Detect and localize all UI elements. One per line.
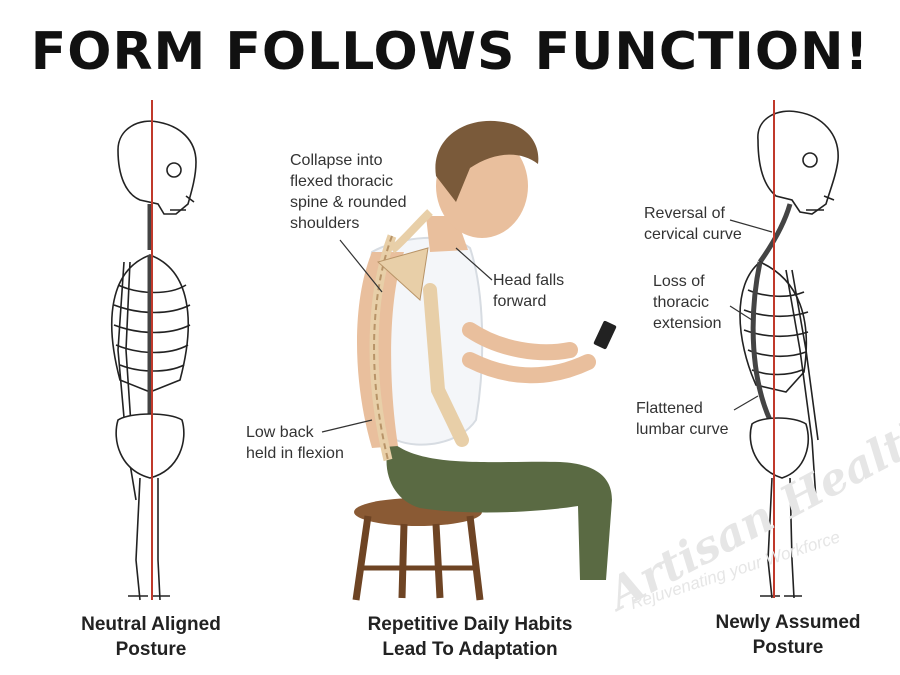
caption-neutral-posture: Neutral Aligned Posture [81,614,221,660]
annotation-lumbar: Flattened lumbar curve [636,400,729,438]
caption-repetitive-habits: Repetitive Daily Habits Lead To Adaptati… [367,614,573,660]
caption-newly-assumed-posture: Newly Assumed Posture [715,612,861,658]
seated-man-figure [352,120,617,601]
page-title: FORM FOLLOWS FUNCTION! [30,22,870,82]
annotation-cervical: Reversal of cervical curve [644,205,742,243]
annotation-thoracic-extension: Loss of thoracic extension [653,273,722,332]
annotation-thoracic-collapse: Collapse into flexed thoracic spine & ro… [290,152,407,232]
annotation-low-back: Low back held in flexion [246,424,344,462]
neutral-skeleton-figure [111,120,197,601]
annotation-leader-lines [321,219,773,433]
annotation-head-forward: Head falls forward [493,272,565,310]
